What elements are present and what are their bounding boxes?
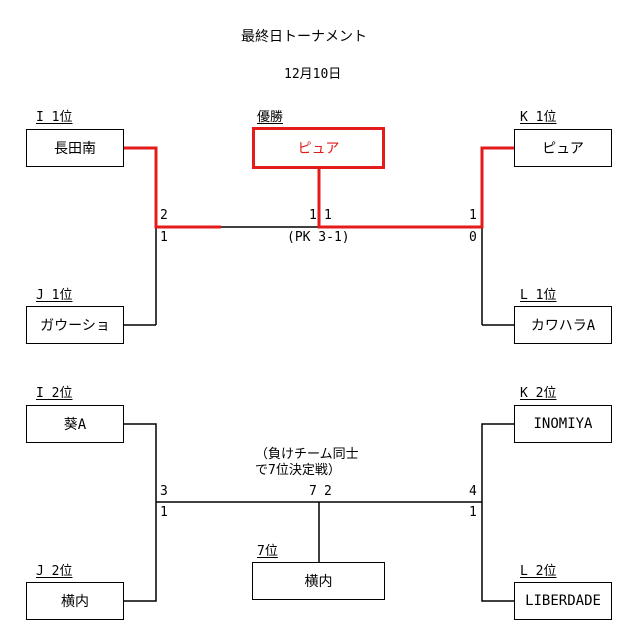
bottom-score-right-semi-lower: 1 [469, 505, 477, 520]
bottom-score-final-right: 2 [324, 484, 332, 499]
bottom-left-lower-team: 横内 [26, 582, 124, 620]
bottom-right-upper-team: INOMIYA [514, 405, 612, 443]
top-right-lower-team: カワハラA [514, 306, 612, 344]
bottom-left-upper-team: 葵A [26, 405, 124, 443]
top-score-final-right: 1 [324, 208, 332, 223]
top-left-lower-label: J 1位 [36, 288, 73, 303]
bottom-right-lower-label: L 2位 [520, 564, 557, 579]
seventh-place-team: 横内 [252, 562, 385, 600]
top-right-lower-label: L 1位 [520, 288, 557, 303]
top-score-right-semi-lower: 0 [469, 230, 477, 245]
seventh-place-label: 7位 [257, 544, 278, 559]
bottom-right-upper-label: K 2位 [520, 386, 557, 401]
bottom-score-left-semi-lower: 1 [160, 505, 168, 520]
top-left-lower-team: ガウーショ [26, 306, 124, 344]
bottom-score-right-semi-upper: 4 [469, 484, 477, 499]
bottom-score-left-semi-upper: 3 [160, 484, 168, 499]
champion-label: 優勝 [257, 110, 284, 125]
bottom-score-final-left: 7 [309, 484, 317, 499]
bottom-note-line2: で7位決定戦） [255, 463, 341, 478]
top-left-upper-team: 長田南 [26, 129, 124, 167]
date-label: 12月10日 [284, 67, 342, 82]
bottom-line-left [124, 423, 157, 602]
top-score-left-semi-lower: 1 [160, 230, 168, 245]
top-left-upper-label: I 1位 [36, 110, 73, 125]
bottom-line-right [481, 423, 514, 602]
bottom-left-upper-label: I 2位 [36, 386, 73, 401]
top-right-upper-team: ピュア [514, 129, 612, 167]
bottom-left-lower-label: J 2位 [36, 564, 73, 579]
pk-note: (PK 3-1) [287, 230, 350, 245]
top-red-left [124, 146, 221, 229]
page-title: 最終日トーナメント [241, 29, 367, 45]
champion-team: ピュア [252, 127, 385, 169]
top-red-right [317, 146, 514, 229]
top-score-left-semi-upper: 2 [160, 208, 168, 223]
bottom-note-line1: （負けチーム同士 [255, 447, 359, 462]
top-right-upper-label: K 1位 [520, 110, 557, 125]
bottom-right-lower-team: LIBERDADE [514, 582, 612, 620]
top-score-final-left: 1 [309, 208, 317, 223]
top-score-right-semi-upper: 1 [469, 208, 477, 223]
